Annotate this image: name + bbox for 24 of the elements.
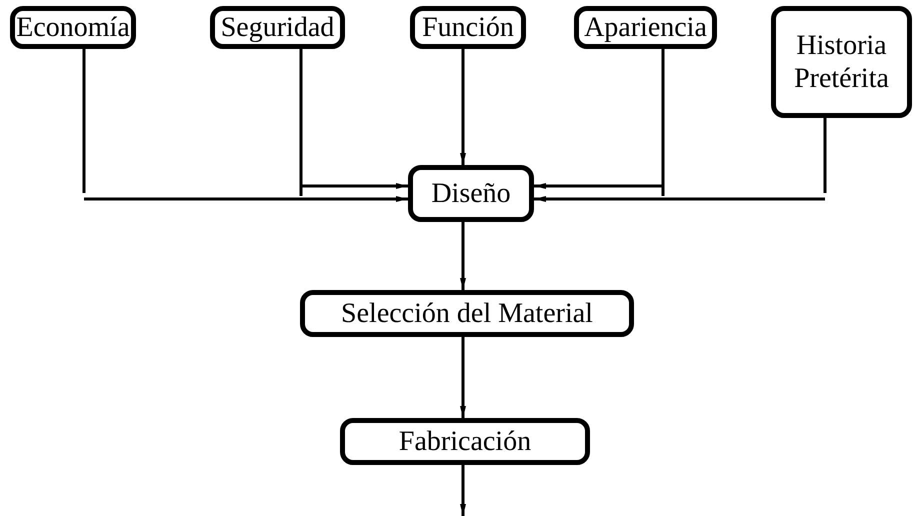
arrow	[460, 222, 466, 290]
process-box	[408, 165, 534, 222]
arrow	[460, 49, 466, 165]
box-label: Selección del Material	[341, 297, 593, 330]
box-label: Seguridad	[220, 11, 334, 44]
arrow	[532, 116, 826, 202]
box-label: Fabricación	[398, 425, 532, 458]
arrow	[532, 48, 664, 198]
box-label: Apariencia	[584, 11, 707, 44]
arrow	[300, 48, 410, 198]
process-box	[410, 6, 526, 49]
box-label: Historia Pretérita	[793, 29, 890, 95]
process-box	[210, 6, 345, 49]
arrow	[460, 337, 466, 418]
process-box	[771, 6, 912, 118]
process-box	[300, 290, 634, 337]
process-box	[340, 418, 590, 465]
process-box	[10, 6, 136, 49]
process-box	[574, 6, 717, 49]
box-label: Diseño	[431, 177, 511, 210]
arrow	[82, 48, 410, 202]
box-label: Función	[422, 11, 514, 44]
box-label: Economía	[16, 11, 130, 44]
arrow	[460, 465, 466, 516]
